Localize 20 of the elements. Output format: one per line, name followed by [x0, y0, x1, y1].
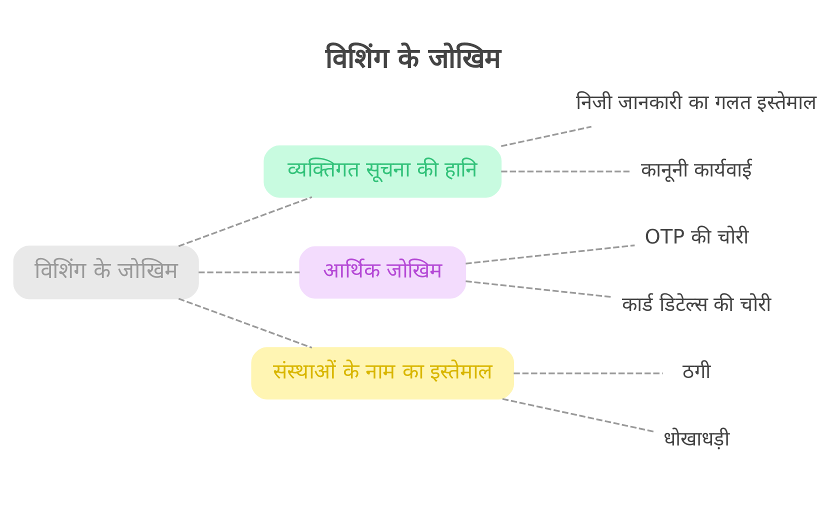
node-box: आर्थिक जोखिम	[299, 246, 466, 299]
node-box: व्यक्तिगत सूचना की हानि	[264, 145, 502, 198]
connector	[514, 372, 663, 374]
diagram-title: विशिंग के जोखिम	[325, 44, 500, 75]
node-box: संस्थाओं के नाम का इस्तेमाल	[251, 347, 514, 400]
node-text: निजी जानकारी का गलत इस्तेमाल	[576, 91, 818, 114]
connector	[466, 244, 635, 264]
node-text: कार्ड डिटेल्स की चोरी	[622, 292, 772, 316]
connector	[178, 196, 312, 247]
connector	[178, 298, 312, 349]
node-text: ठगी	[682, 360, 711, 384]
connector	[501, 170, 631, 172]
node-box: विशिंग के जोखिम	[13, 246, 199, 300]
connector	[198, 272, 300, 274]
node-text: OTP की चोरी	[644, 226, 748, 249]
connector	[500, 126, 592, 148]
node-text: धोखाधड़ी	[664, 427, 730, 450]
connector	[466, 280, 612, 298]
node-text: कानूनी कार्यवाई	[640, 158, 752, 182]
connector	[502, 398, 654, 432]
